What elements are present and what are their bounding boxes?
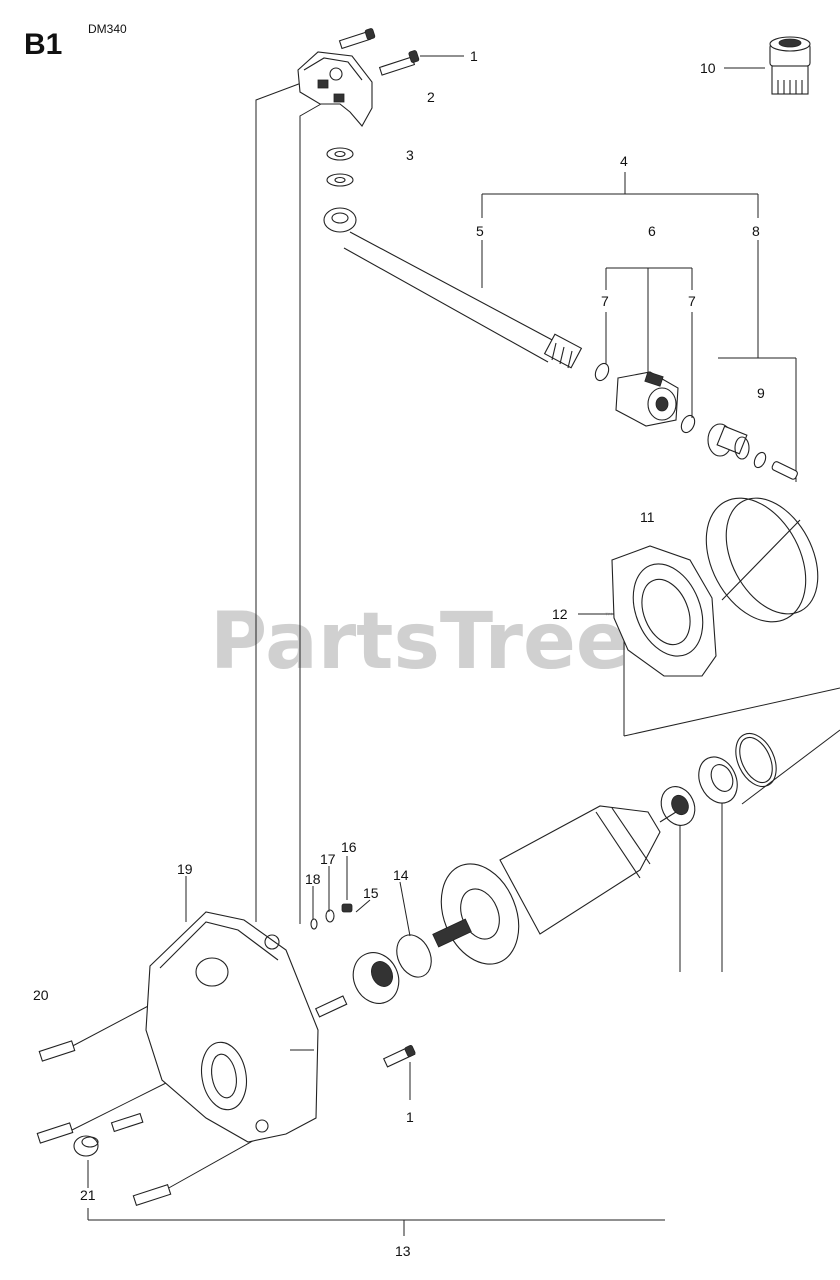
callout-18: 18 [305,871,321,887]
housing-screw-right [314,995,348,1018]
leader-lines [64,55,840,1236]
circlip-left [594,362,610,382]
small-washer [325,909,335,923]
drive-shaft [323,207,583,369]
bearing-housing [698,756,738,804]
gear-housing [145,911,319,1143]
callout-16: 16 [341,839,357,855]
callout-2: 2 [427,89,435,105]
gasket-plate [611,545,717,677]
callout-14: 14 [393,867,409,883]
callout-7-left: 7 [601,293,609,309]
small-screw [341,903,353,913]
small-o-ring [310,918,318,930]
plug-cap [73,1135,99,1157]
callout-12: 12 [552,606,568,622]
screw-top-left [338,28,376,50]
housing-screw-upper-left [38,1040,76,1062]
section-code: B1 [24,28,62,61]
ball-bearing-left [352,952,400,1004]
callout-7-right: 7 [688,293,696,309]
callout-3: 3 [406,147,414,163]
housing-screw-1-lower [382,1045,416,1068]
coupling [615,371,679,427]
callout-1-lower: 1 [406,1109,414,1125]
mounting-bracket [297,51,373,127]
washer-upper [326,147,354,161]
callout-20: 20 [33,987,49,1003]
retaining-ring [396,934,432,978]
ball-bearing-right [660,786,696,826]
housing-screw-lower-left-a [36,1122,74,1144]
circlip-right [680,414,696,434]
callout-13: 13 [395,1243,411,1259]
o-ring-large [735,732,777,788]
screw-top-right [378,50,420,76]
watermark: PartsTree [210,597,629,687]
callout-11: 11 [640,509,655,525]
callout-5: 5 [476,223,484,239]
callout-17: 17 [320,851,336,867]
callout-19: 19 [177,861,193,877]
callout-9: 9 [757,385,765,401]
housing-screw-lower-left-b [110,1112,144,1133]
callout-15: 15 [363,885,379,901]
armature [432,805,677,965]
callout-8: 8 [752,223,760,239]
callout-10: 10 [700,60,716,76]
chuck-nut [769,36,811,95]
cover-ring [705,497,819,623]
watermark-trademark: ™ [604,612,614,623]
callout-21: 21 [80,1187,96,1203]
washer-lower [326,173,354,187]
callout-1-top: 1 [470,48,478,64]
callouts: 1 2 3 4 5 6 7 7 8 9 10 11 12 13 14 15 16… [33,48,765,1259]
callout-4: 4 [620,153,628,169]
spindle-adapter [707,423,798,480]
housing-screw-bottom [132,1183,172,1207]
callout-6: 6 [648,223,656,239]
model-number: DM340 [88,22,127,36]
